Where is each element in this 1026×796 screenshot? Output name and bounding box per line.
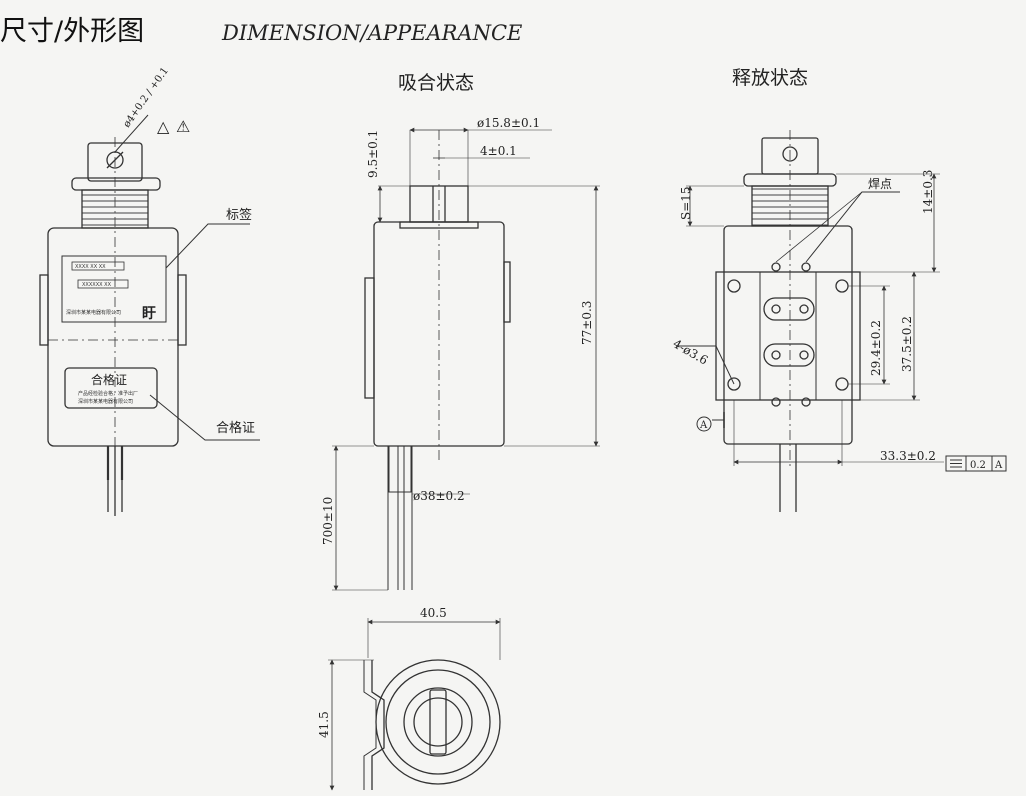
cert-line1: 产品经检验合格，准予出厂 — [78, 390, 138, 397]
electric-warning-icon: ⚠ — [176, 117, 190, 136]
lead-length-dim: 700±10 — [321, 497, 335, 545]
bottom-width-dim: 40.5 — [420, 606, 447, 620]
cert-callout: 合格证 — [216, 420, 255, 436]
bottom-view — [328, 618, 501, 791]
cert-title: 合格证 — [91, 372, 127, 387]
datum-label: A — [699, 420, 708, 431]
release-width-dim: 33.3±0.2 — [880, 449, 936, 463]
front-label-row1: XXXX XX XX — [75, 264, 106, 270]
warning-icon: △ — [157, 117, 170, 136]
mounting-holes-dim: 4-ø3.6 — [671, 336, 711, 367]
inner-hole-spacing-dim: 29.4±0.2 — [869, 320, 883, 376]
bottom-height-dim: 41.5 — [317, 711, 331, 738]
slot-width-dim: 4±0.1 — [480, 144, 517, 158]
outer-hole-spacing-dim: 37.5±0.2 — [900, 316, 914, 372]
tolerance-datum: A — [994, 460, 1003, 471]
body-diameter-dim: ø38±0.2 — [413, 489, 465, 503]
release-view-title: 释放状态 — [732, 67, 808, 89]
front-label-company: 深圳市某某电器有限公司 — [66, 309, 121, 316]
stroke-dim: S=15 — [679, 186, 693, 220]
release-view — [676, 130, 1007, 512]
front-label-row2: XXXXXX XX — [82, 282, 112, 288]
title-zh: 尺寸/外形图 — [0, 16, 144, 47]
body-height-dim: 77±0.3 — [580, 301, 594, 345]
front-view — [39, 114, 260, 516]
cert-line2: 深圳市某某电器有限公司 — [78, 398, 133, 405]
label-callout: 标签 — [226, 207, 252, 223]
solder-point-label: 焊点 — [868, 176, 892, 191]
side-view — [332, 127, 600, 591]
front-logo: 盱 — [142, 306, 156, 322]
attract-view-title: 吸合状态 — [398, 72, 474, 94]
title-en: DIMENSION/APPEARANCE — [221, 21, 522, 45]
top-height-dim: 9.5±0.1 — [366, 130, 380, 178]
release-top-height-dim: 14±0.3 — [921, 170, 935, 214]
plunger-diameter-dim: ø15.8±0.1 — [477, 116, 540, 130]
tolerance-value: 0.2 — [970, 460, 986, 471]
